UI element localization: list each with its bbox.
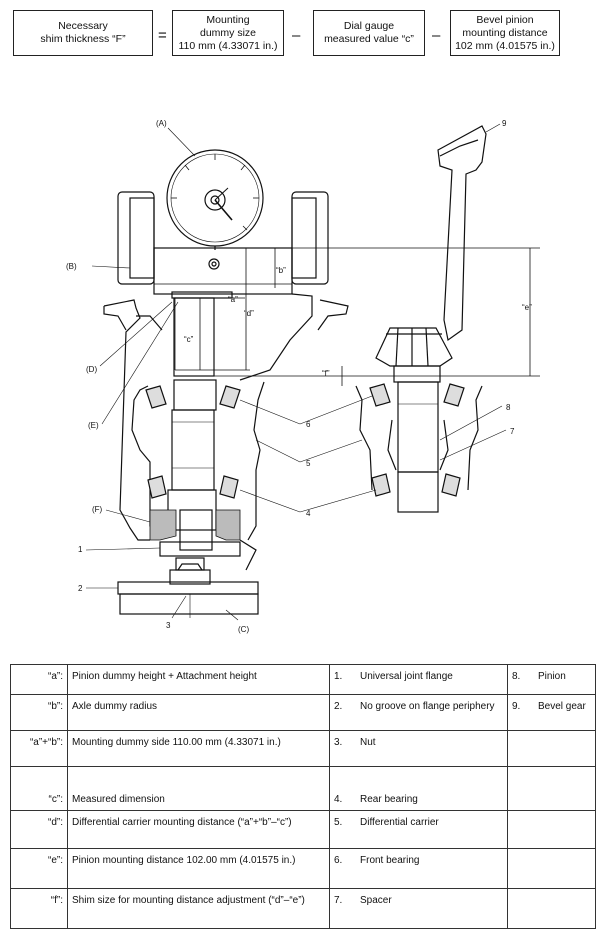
callout-F: (F) [92,505,103,514]
formula-box-pinion-mounting: Bevel pinion mounting distance 102 mm (4… [450,10,560,56]
formula-minus-2: – [432,27,441,44]
callout-C: (C) [238,625,249,634]
dim-label-f: “f” [322,369,330,378]
formula-box-dial-gauge: Dial gauge measured value “c” [313,10,425,56]
dim-label-b: “b” [276,266,286,275]
bevel-gear [437,125,487,342]
dimension-lines [154,247,540,386]
table-row: “a”+“b”: Mounting dummy side 110.00 mm (… [10,730,596,767]
callout-9: 9 [502,119,507,128]
callout-5: 5 [306,459,311,468]
formula-box-mounting-dummy: Mounting dummy size 110 mm (4.33071 in.) [172,10,284,56]
callout-B: (B) [66,262,77,271]
front-bearing-left [145,385,241,499]
callout-D: (D) [86,365,97,374]
formula-equals: = [158,27,167,44]
callout-8: 8 [506,403,511,412]
callout-6: 6 [306,420,311,429]
table-row: “d”: Differential carrier mounting dista… [10,810,596,849]
table-row: “b”: Axle dummy radius 2.No groove on fl… [10,694,596,731]
table-row: “f”: Shim size for mounting distance adj… [10,888,596,929]
leader-lines [85,123,507,621]
oil-seal [149,509,241,557]
pinion [375,327,453,513]
dim-label-c: “c” [184,335,194,344]
table-row: “e”: Pinion mounting distance 102.00 mm … [10,848,596,889]
differential-diagram: (A) (B) (C) (D) (E) (F) 1 2 3 4 5 6 7 8 … [0,70,602,660]
mounting-dummy [117,191,329,295]
formula-box-shim-thickness: Necessary shim thickness “F” [13,10,153,56]
table-row: “a”: Pinion dummy height + Attachment he… [10,664,596,695]
callout-A: (A) [156,119,167,128]
callout-7: 7 [510,427,515,436]
legend-table: “a”: Pinion dummy height + Attachment he… [10,664,596,929]
dial-gauge [166,149,264,250]
dim-label-d: “d” [244,309,254,318]
callout-labels: (A) (B) (C) (D) (E) (F) 1 2 3 4 5 6 7 8 … [66,119,532,634]
table-row: “c”: Measured dimension 4.Rear bearing [10,766,596,811]
dim-label-e: “e” [522,303,532,312]
callout-4: 4 [306,509,311,518]
differential-carrier-right [355,383,483,497]
callout-E: (E) [88,421,99,430]
callout-3: 3 [166,621,171,630]
dim-label-a: “a” [228,295,238,304]
shim-formula: Necessary shim thickness “F” = Mounting … [0,0,602,70]
formula-minus-1: – [292,27,301,44]
callout-1: 1 [78,545,83,554]
universal-joint-flange [117,557,259,618]
callout-2: 2 [78,584,83,593]
